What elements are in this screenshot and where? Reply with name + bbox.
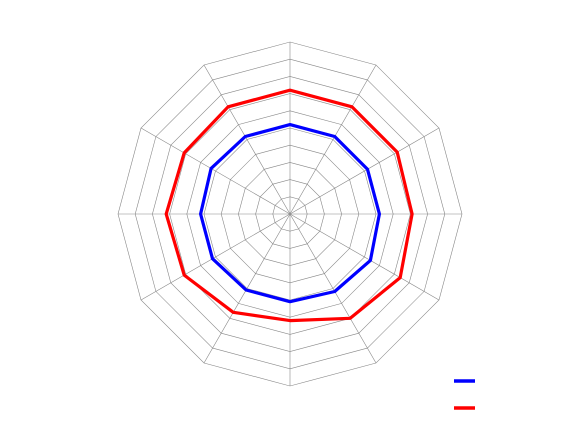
radar-grid xyxy=(117,41,463,387)
radar-grid-ring xyxy=(186,110,394,318)
radar-grid-ring xyxy=(255,179,325,249)
radar-grid-ring xyxy=(117,41,463,387)
radar-grid-ring xyxy=(169,93,411,335)
radar-grid-ring xyxy=(272,196,308,232)
radar-grid-ring xyxy=(152,76,428,352)
radar-grid-ring xyxy=(238,162,342,266)
series-line-2 xyxy=(164,88,414,323)
series-line-1 xyxy=(199,122,381,304)
radar-grid-ring xyxy=(220,144,360,284)
radar-grid-ring xyxy=(203,127,377,301)
radar-series xyxy=(164,88,414,323)
radar-grid-ring xyxy=(134,58,446,370)
legend xyxy=(454,379,475,410)
